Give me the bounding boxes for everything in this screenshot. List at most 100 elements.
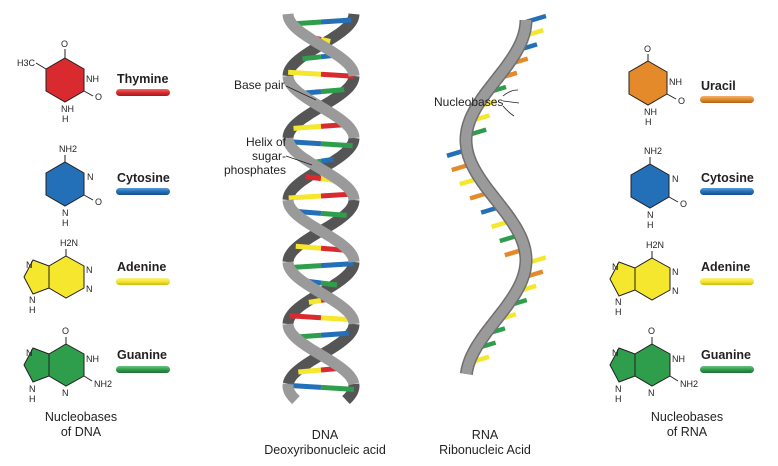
base-pair-half <box>320 141 353 149</box>
legend-bar-thymine <box>116 89 170 96</box>
caption-line: of RNA <box>666 425 708 439</box>
atom-label: N <box>26 260 33 270</box>
dna-strand-segment <box>282 199 360 263</box>
adenine-label-rna: Adenine <box>701 260 751 274</box>
caption-line: of DNA <box>60 425 102 439</box>
thymine-structure: O NH O NH H H3C <box>17 39 102 124</box>
atom-label: N <box>672 267 679 277</box>
uracil-label: Uracil <box>701 79 736 93</box>
dna-nucleobases-caption: Nucleobases of DNA <box>36 410 126 440</box>
legend-bar-uracil <box>700 96 754 103</box>
annotation-leaders <box>285 85 520 166</box>
base-pair-half <box>320 384 355 392</box>
legend-bar-cytosine-rna <box>700 188 754 195</box>
caption-line: Ribonucleic Acid <box>439 443 531 457</box>
atom-label: NH2 <box>59 144 77 154</box>
base-pair-half <box>320 17 352 25</box>
caption-line: Nucleobases <box>44 410 118 424</box>
legend-bar-cytosine-dna <box>116 188 170 195</box>
guanine-structure-dna: O NH NH2 N N N H <box>23 326 112 404</box>
dna-strand-segment <box>282 13 360 77</box>
atom-label: N <box>29 384 36 394</box>
atom-label: H <box>29 394 36 404</box>
legend-bar-guanine-rna <box>700 366 754 373</box>
cytosine-label-rna: Cytosine <box>701 171 754 185</box>
caption-line: DNA <box>311 428 339 442</box>
caption-line: Nucleobases <box>650 410 724 424</box>
atom-label: N <box>647 210 654 220</box>
caption-line: RNA <box>471 428 499 442</box>
legend-bar-adenine-rna <box>700 278 754 285</box>
atom-label: N <box>672 174 679 184</box>
legend-bar-adenine-dna <box>116 278 170 285</box>
atom-label: O <box>680 199 687 209</box>
atom-label: N <box>29 295 36 305</box>
thymine-label: Thymine <box>117 72 169 86</box>
atom-label: NH <box>86 74 99 84</box>
base-pair-half <box>287 382 322 390</box>
base-pair-half <box>320 280 338 288</box>
adenine-label-dna: Adenine <box>117 260 167 274</box>
rna-nucleobases-caption: Nucleobases of RNA <box>642 410 732 440</box>
atom-label: N <box>86 265 93 275</box>
atom-label: N <box>62 388 69 398</box>
atom-label: H <box>615 394 622 404</box>
atom-label: N <box>612 262 619 272</box>
atom-label: H2N <box>60 238 78 248</box>
base-pair-annotation: Base pair <box>234 78 285 92</box>
atom-label: N <box>26 348 33 358</box>
base-pair-half <box>305 174 322 182</box>
atom-label: N <box>672 286 679 296</box>
base-pair-half <box>320 71 355 79</box>
base-pair-half <box>287 69 322 77</box>
atom-label: NH2 <box>94 379 112 389</box>
guanine-label-dna: Guanine <box>117 348 168 362</box>
dna-caption: DNA Deoxyribonucleic acid <box>250 428 400 458</box>
atom-label: H2N <box>646 240 664 250</box>
atom-label: H <box>62 218 69 228</box>
base-pair-half <box>320 330 350 338</box>
atom-label: N <box>612 348 619 358</box>
legend-bar-guanine-dna <box>116 366 170 373</box>
atom-label: NH2 <box>680 379 698 389</box>
base-pair-half <box>302 54 322 62</box>
atom-label: O <box>95 197 102 207</box>
atom-label: N <box>615 384 622 394</box>
base-pair-half <box>293 123 322 131</box>
atom-label: H <box>62 114 69 124</box>
atom-label: H3C <box>17 58 36 68</box>
adenine-structure-rna: H2N N N N N H <box>609 240 679 317</box>
base-pair-half <box>295 243 322 251</box>
atom-label: O <box>61 39 68 49</box>
atom-label: NH <box>669 77 682 87</box>
caption-line: Deoxyribonucleic acid <box>264 443 386 457</box>
atom-label: NH2 <box>644 146 662 156</box>
atom-label: NH <box>86 354 99 364</box>
atom-label: NH <box>61 104 74 114</box>
guanine-label-rna: Guanine <box>701 348 752 362</box>
guanine-structure-rna: O NH NH2 N N N H <box>609 326 698 404</box>
atom-label: O <box>95 92 102 102</box>
cytosine-label-dna: Cytosine <box>117 171 170 185</box>
atom-label: NH <box>672 354 685 364</box>
atom-label: H <box>615 307 622 317</box>
atom-label: N <box>86 284 93 294</box>
nucleobases-annotation: Nucleobases <box>434 95 504 109</box>
dna-strand-segment <box>282 383 300 404</box>
base-pair-half <box>320 261 354 269</box>
rna-strand-path <box>461 20 531 375</box>
dna-strand-segment <box>282 75 360 139</box>
base-pair-half <box>298 367 322 375</box>
rna-caption: RNA Ribonucleic Acid <box>420 428 550 458</box>
uracil-structure: O NH O NH H <box>628 44 685 127</box>
dna-strand-segment <box>342 383 360 404</box>
helix-annotation-line1: Helix of <box>245 135 286 149</box>
atom-label: O <box>62 326 69 336</box>
rna-backbone <box>459 20 533 375</box>
atom-label: H <box>647 220 654 230</box>
helix-annotation: Helix of sugar-phosphates <box>196 135 286 177</box>
base-pair-half <box>308 297 322 305</box>
atom-label: H <box>645 117 652 127</box>
dna-strand-segment <box>282 137 360 201</box>
